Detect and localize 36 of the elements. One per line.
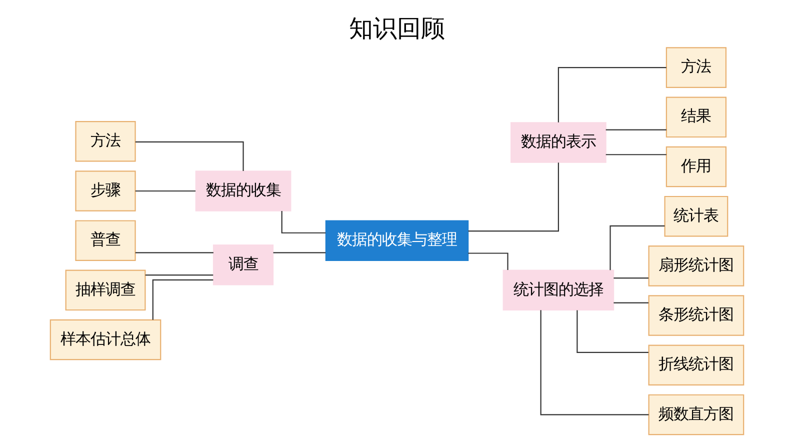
node-box: 作用 (666, 146, 726, 188)
node-box: 方法 (666, 47, 726, 88)
connector (576, 310, 648, 353)
connector (606, 154, 666, 156)
node-box: 统计表 (664, 196, 728, 237)
connector (614, 278, 648, 279)
node-box: 样本估计总体 (50, 319, 162, 360)
node-box: 数据的收集与整理 (325, 220, 469, 261)
connector (145, 274, 214, 276)
connector (606, 129, 666, 130)
node-box: 普查 (75, 220, 136, 261)
node-box: 步骤 (75, 170, 136, 212)
node-box: 数据的收集 (195, 170, 292, 212)
connector (468, 162, 559, 232)
node-box: 数据的表示 (510, 122, 606, 163)
connector (135, 252, 214, 254)
connector (152, 279, 214, 320)
node-box: 统计图的选择 (502, 270, 614, 311)
connector (558, 67, 666, 122)
connector (135, 141, 244, 172)
connector (273, 252, 326, 254)
node-box: 方法 (75, 121, 136, 162)
node-box: 频数直方图 (648, 394, 744, 436)
node-box: 折线统计图 (648, 344, 744, 386)
connector (135, 190, 196, 192)
node-box: 扇形统计图 (648, 246, 744, 286)
node-box: 调查 (212, 244, 274, 286)
connector (540, 310, 649, 416)
node-box: 结果 (666, 96, 726, 138)
connector (281, 210, 326, 234)
connector (610, 225, 665, 270)
connector (468, 252, 508, 270)
connector (614, 302, 648, 304)
node-box: 抽样调查 (65, 270, 146, 311)
node-box: 条形统计图 (648, 295, 744, 336)
diagram-title: 知识回顾 (349, 13, 445, 42)
